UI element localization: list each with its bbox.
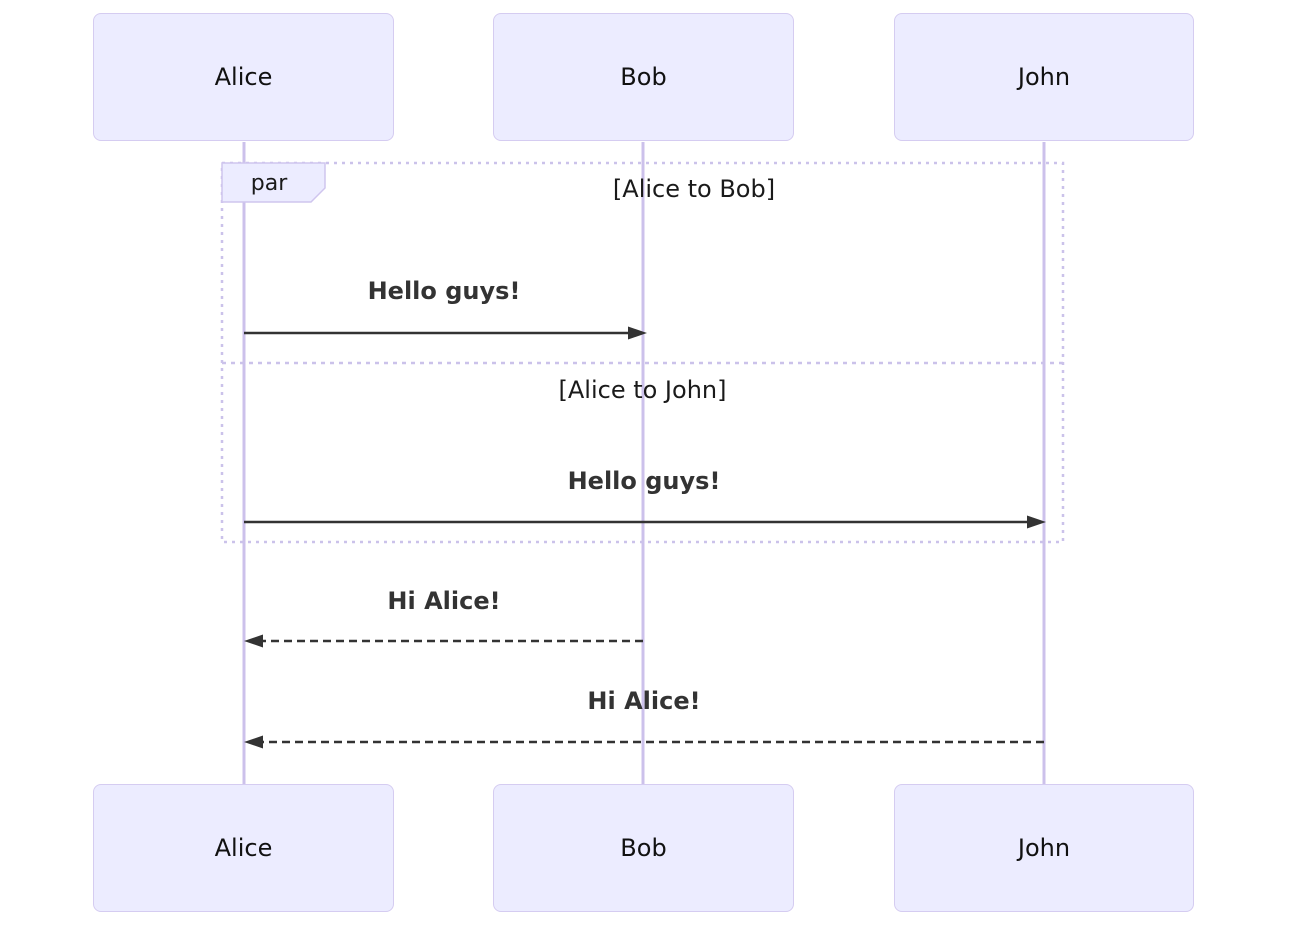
par-frame-border (220, 161, 1065, 544)
par-operator-tab (221, 162, 326, 203)
actor-label: Bob (620, 63, 667, 91)
arrowhead-right-icon (1027, 515, 1046, 529)
message-text-alice-john: Hello guys! (567, 467, 721, 495)
arrowhead-right-icon (628, 326, 647, 340)
message-text-alice-bob: Hello guys! (367, 277, 521, 305)
actor-box-bob-top: Bob (493, 13, 794, 141)
par-section-condition-2: [Alice to John] (558, 376, 727, 404)
actor-box-john-bottom: John (894, 784, 1194, 912)
arrowhead-left-icon (244, 735, 263, 749)
actor-label: John (1017, 63, 1071, 91)
arrowhead-left-icon (244, 634, 263, 648)
actor-box-alice-bottom: Alice (93, 784, 394, 912)
actor-label: Alice (214, 63, 273, 91)
actor-box-alice-top: Alice (93, 13, 394, 141)
actor-box-bob-bottom: Bob (493, 784, 794, 912)
actor-label: Alice (214, 834, 273, 862)
actor-label: Bob (620, 834, 667, 862)
reply-text-john-alice: Hi Alice! (587, 687, 701, 715)
actor-label: John (1017, 834, 1071, 862)
par-section-condition-1: [Alice to Bob] (612, 175, 776, 203)
par-operator-label: par (250, 171, 288, 196)
reply-text-bob-alice: Hi Alice! (387, 587, 501, 615)
actor-box-john-top: John (894, 13, 1194, 141)
